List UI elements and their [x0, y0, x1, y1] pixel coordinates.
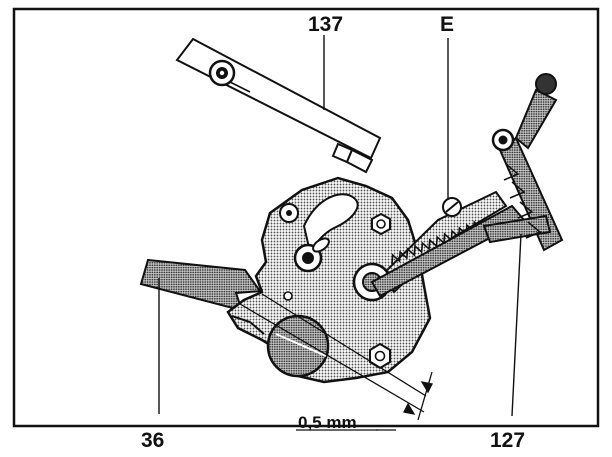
- bolt-top-left: [279, 203, 299, 223]
- gap-dimension: [239, 293, 433, 431]
- label-127: 127: [490, 429, 525, 452]
- bolt-hex-bottom: [369, 342, 391, 370]
- eccentric-pin: [293, 237, 330, 273]
- lever-127: [370, 73, 564, 298]
- label-e: E: [440, 13, 454, 36]
- label-gap: 0,5 mm: [298, 413, 357, 432]
- label-137: 137: [308, 13, 343, 36]
- leader-lines: [158, 35, 522, 417]
- frame-border: [12, 7, 600, 428]
- small-hole: [283, 291, 293, 301]
- bolt-hex-right: [371, 212, 391, 236]
- lever-137: [175, 37, 382, 174]
- label-36: 36: [141, 429, 164, 452]
